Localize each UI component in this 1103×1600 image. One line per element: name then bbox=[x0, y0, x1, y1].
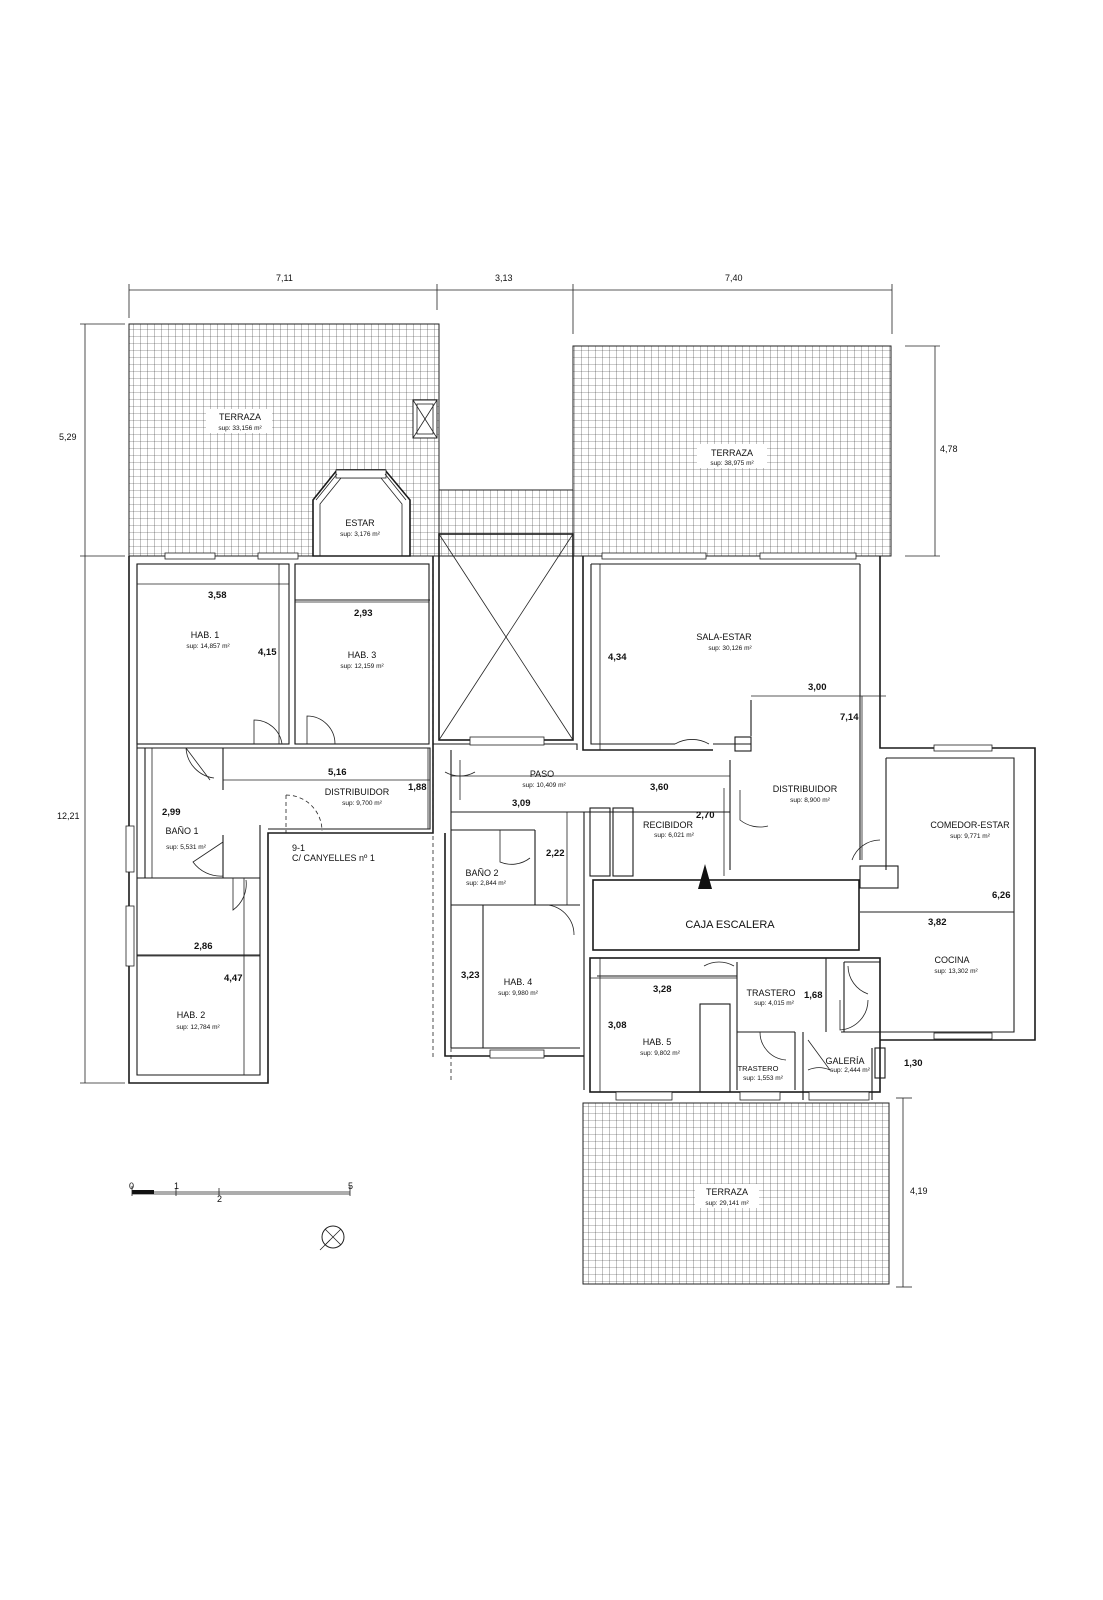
dim-cocina-w: 3,82 bbox=[928, 917, 947, 928]
dim-hab1-h: 4,15 bbox=[258, 647, 277, 658]
dim-bano1-h: 2,99 bbox=[162, 807, 181, 818]
dim-dist-w-w: 5,16 bbox=[328, 767, 347, 778]
dim-right-upper: 4,78 bbox=[940, 444, 958, 454]
windows bbox=[125, 552, 993, 1101]
dim-hab4-h: 3,23 bbox=[461, 970, 480, 981]
dim-bano2-h: 2,22 bbox=[546, 848, 565, 859]
walls bbox=[128, 533, 1036, 1100]
north-arrow-icon bbox=[319, 1225, 345, 1251]
scale-label-5: 5 bbox=[348, 1181, 353, 1191]
room-name-distribuidor-e: DISTRIBUIDOR bbox=[773, 784, 838, 794]
room-name-hab3: HAB. 3 bbox=[348, 650, 377, 660]
scale-label-0: 0 bbox=[129, 1181, 134, 1191]
room-name-terraza-s: TERRAZA bbox=[706, 1187, 748, 1197]
room-name-terraza-ne: TERRAZA bbox=[711, 448, 753, 458]
dim-top-right: 7,40 bbox=[725, 273, 743, 283]
dim-comedor-h: 6,26 bbox=[992, 890, 1011, 901]
room-name-bano2: BAÑO 2 bbox=[465, 868, 498, 878]
overall-dimension-lines bbox=[80, 284, 940, 1288]
dim-recib-h: 2,70 bbox=[696, 810, 715, 821]
dim-hab2-w: 2,86 bbox=[194, 941, 213, 952]
dim-trastero-h: 1,68 bbox=[804, 990, 823, 1001]
dim-hab5-h: 3,08 bbox=[608, 1020, 627, 1031]
room-area-distribuidor-e: sup: 8,900 m² bbox=[790, 797, 831, 804]
room-area-cocina: sup: 13,302 m² bbox=[934, 968, 978, 975]
dim-hab2-h: 4,47 bbox=[224, 973, 243, 984]
dim-paso-w2: 3,09 bbox=[512, 798, 531, 809]
dim-top-middle: 3,13 bbox=[495, 273, 513, 283]
dim-dist-w-h: 1,88 bbox=[408, 782, 427, 793]
room-area-sala-estar: sup: 30,126 m² bbox=[708, 645, 752, 652]
room-name-galeria: GALERÍA bbox=[825, 1056, 864, 1066]
room-name-trastero1: TRASTERO bbox=[746, 988, 795, 998]
dim-hab3-w: 2,93 bbox=[354, 608, 373, 619]
room-area-hab4: sup: 9,980 m² bbox=[498, 990, 539, 997]
address-unit: 9-1 bbox=[292, 843, 305, 853]
dim-left-upper: 5,29 bbox=[59, 432, 77, 442]
room-area-estar: sup: 3,176 m² bbox=[340, 531, 381, 538]
room-area-hab5: sup: 9,802 m² bbox=[640, 1050, 681, 1057]
room-area-recibidor: sup: 6,021 m² bbox=[654, 832, 695, 839]
room-name-bano1: BAÑO 1 bbox=[165, 826, 198, 836]
room-name-distribuidor-w: DISTRIBUIDOR bbox=[325, 787, 390, 797]
room-name-terraza-nw: TERRAZA bbox=[219, 412, 261, 422]
room-name-hab1: HAB. 1 bbox=[191, 630, 220, 640]
room-area-distribuidor-w: sup: 9,700 m² bbox=[342, 800, 383, 807]
dim-sala-h: 4,34 bbox=[608, 652, 627, 663]
room-area-hab1: sup: 14,857 m² bbox=[186, 643, 230, 650]
room-area-comedor-estar: sup: 9,771 m² bbox=[950, 833, 991, 840]
room-name-comedor-estar: COMEDOR-ESTAR bbox=[930, 820, 1010, 830]
room-area-trastero1: sup: 4,015 m² bbox=[754, 1000, 795, 1007]
room-area-bano2: sup: 2,844 m² bbox=[466, 880, 507, 887]
room-name-caja-escalera: CAJA ESCALERA bbox=[685, 919, 775, 931]
room-name-sala-estar: SALA-ESTAR bbox=[696, 632, 752, 642]
scale-bar: 0 1 2 5 bbox=[129, 1181, 353, 1204]
room-area-trastero2: sup: 1,553 m² bbox=[743, 1075, 784, 1082]
dim-sala-w: 3,00 bbox=[808, 682, 827, 693]
scale-label-2: 2 bbox=[217, 1194, 222, 1204]
doors bbox=[185, 715, 881, 1071]
room-area-paso: sup: 10,409 m² bbox=[522, 782, 566, 789]
room-area-bano1: sup: 5,531 m² bbox=[166, 844, 207, 851]
dim-paso-w: 3,60 bbox=[650, 782, 669, 793]
room-name-hab2: HAB. 2 bbox=[177, 1010, 206, 1020]
room-area-terraza-nw: sup: 33,156 m² bbox=[218, 425, 262, 432]
scale-label-1: 1 bbox=[174, 1181, 179, 1191]
terraces bbox=[128, 323, 892, 1285]
room-name-paso: PASO bbox=[530, 769, 554, 779]
room-name-cocina: COCINA bbox=[934, 955, 969, 965]
dim-right-galeria: 1,30 bbox=[904, 1058, 923, 1069]
dim-left-lower: 12,21 bbox=[57, 811, 80, 821]
estar-bay bbox=[312, 469, 411, 557]
terrace-center-strip bbox=[438, 489, 574, 557]
room-area-galeria: sup: 2,444 m² bbox=[830, 1067, 871, 1074]
room-area-hab2: sup: 12,784 m² bbox=[176, 1024, 220, 1031]
room-name-trastero2: TRASTERO bbox=[738, 1064, 779, 1073]
room-area-terraza-s: sup: 29,141 m² bbox=[705, 1200, 749, 1207]
room-name-recibidor: RECIBIDOR bbox=[643, 820, 694, 830]
address-street: C/ CANYELLES nº 1 bbox=[292, 853, 375, 863]
room-name-hab4: HAB. 4 bbox=[504, 977, 533, 987]
dim-hab5-w: 3,28 bbox=[653, 984, 672, 995]
room-area-terraza-ne: sup: 38,975 m² bbox=[710, 460, 754, 467]
room-name-estar: ESTAR bbox=[345, 518, 375, 528]
dim-dist-e-h: 7,14 bbox=[840, 712, 859, 723]
entrance-arrow-icon bbox=[698, 864, 712, 889]
room-area-hab3: sup: 12,159 m² bbox=[340, 663, 384, 670]
dim-hab1-w: 3,58 bbox=[208, 590, 227, 601]
room-dimension-lines bbox=[137, 564, 1015, 1092]
room-labels: TERRAZA sup: 33,156 m² TERRAZA sup: 38,9… bbox=[165, 412, 1010, 1207]
dim-right-lower: 4,19 bbox=[910, 1186, 928, 1196]
room-name-hab5: HAB. 5 bbox=[643, 1037, 672, 1047]
dim-top-left: 7,11 bbox=[276, 273, 293, 283]
